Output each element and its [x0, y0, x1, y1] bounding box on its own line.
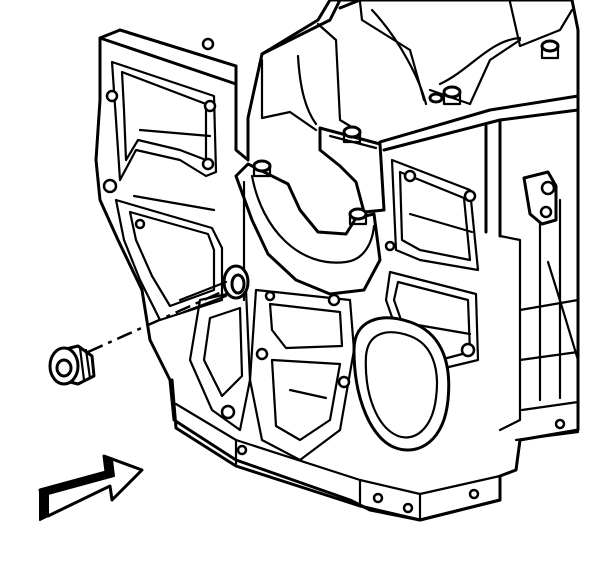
plug-bore — [178, 264, 250, 314]
install-path-line — [87, 288, 227, 354]
oil-pan-flange — [170, 378, 580, 522]
main-bearing-cradle-front — [234, 162, 382, 302]
oil-passage-opening — [352, 316, 451, 452]
upper-cylinder-walls — [260, 0, 574, 132]
block-right-side — [498, 170, 580, 432]
block-top-deck — [98, 0, 580, 238]
bearing-cap-bolts — [252, 39, 560, 226]
block-lower-face — [188, 288, 356, 462]
oil-gallery-plug — [48, 344, 96, 386]
view-direction-arrow — [38, 454, 144, 521]
